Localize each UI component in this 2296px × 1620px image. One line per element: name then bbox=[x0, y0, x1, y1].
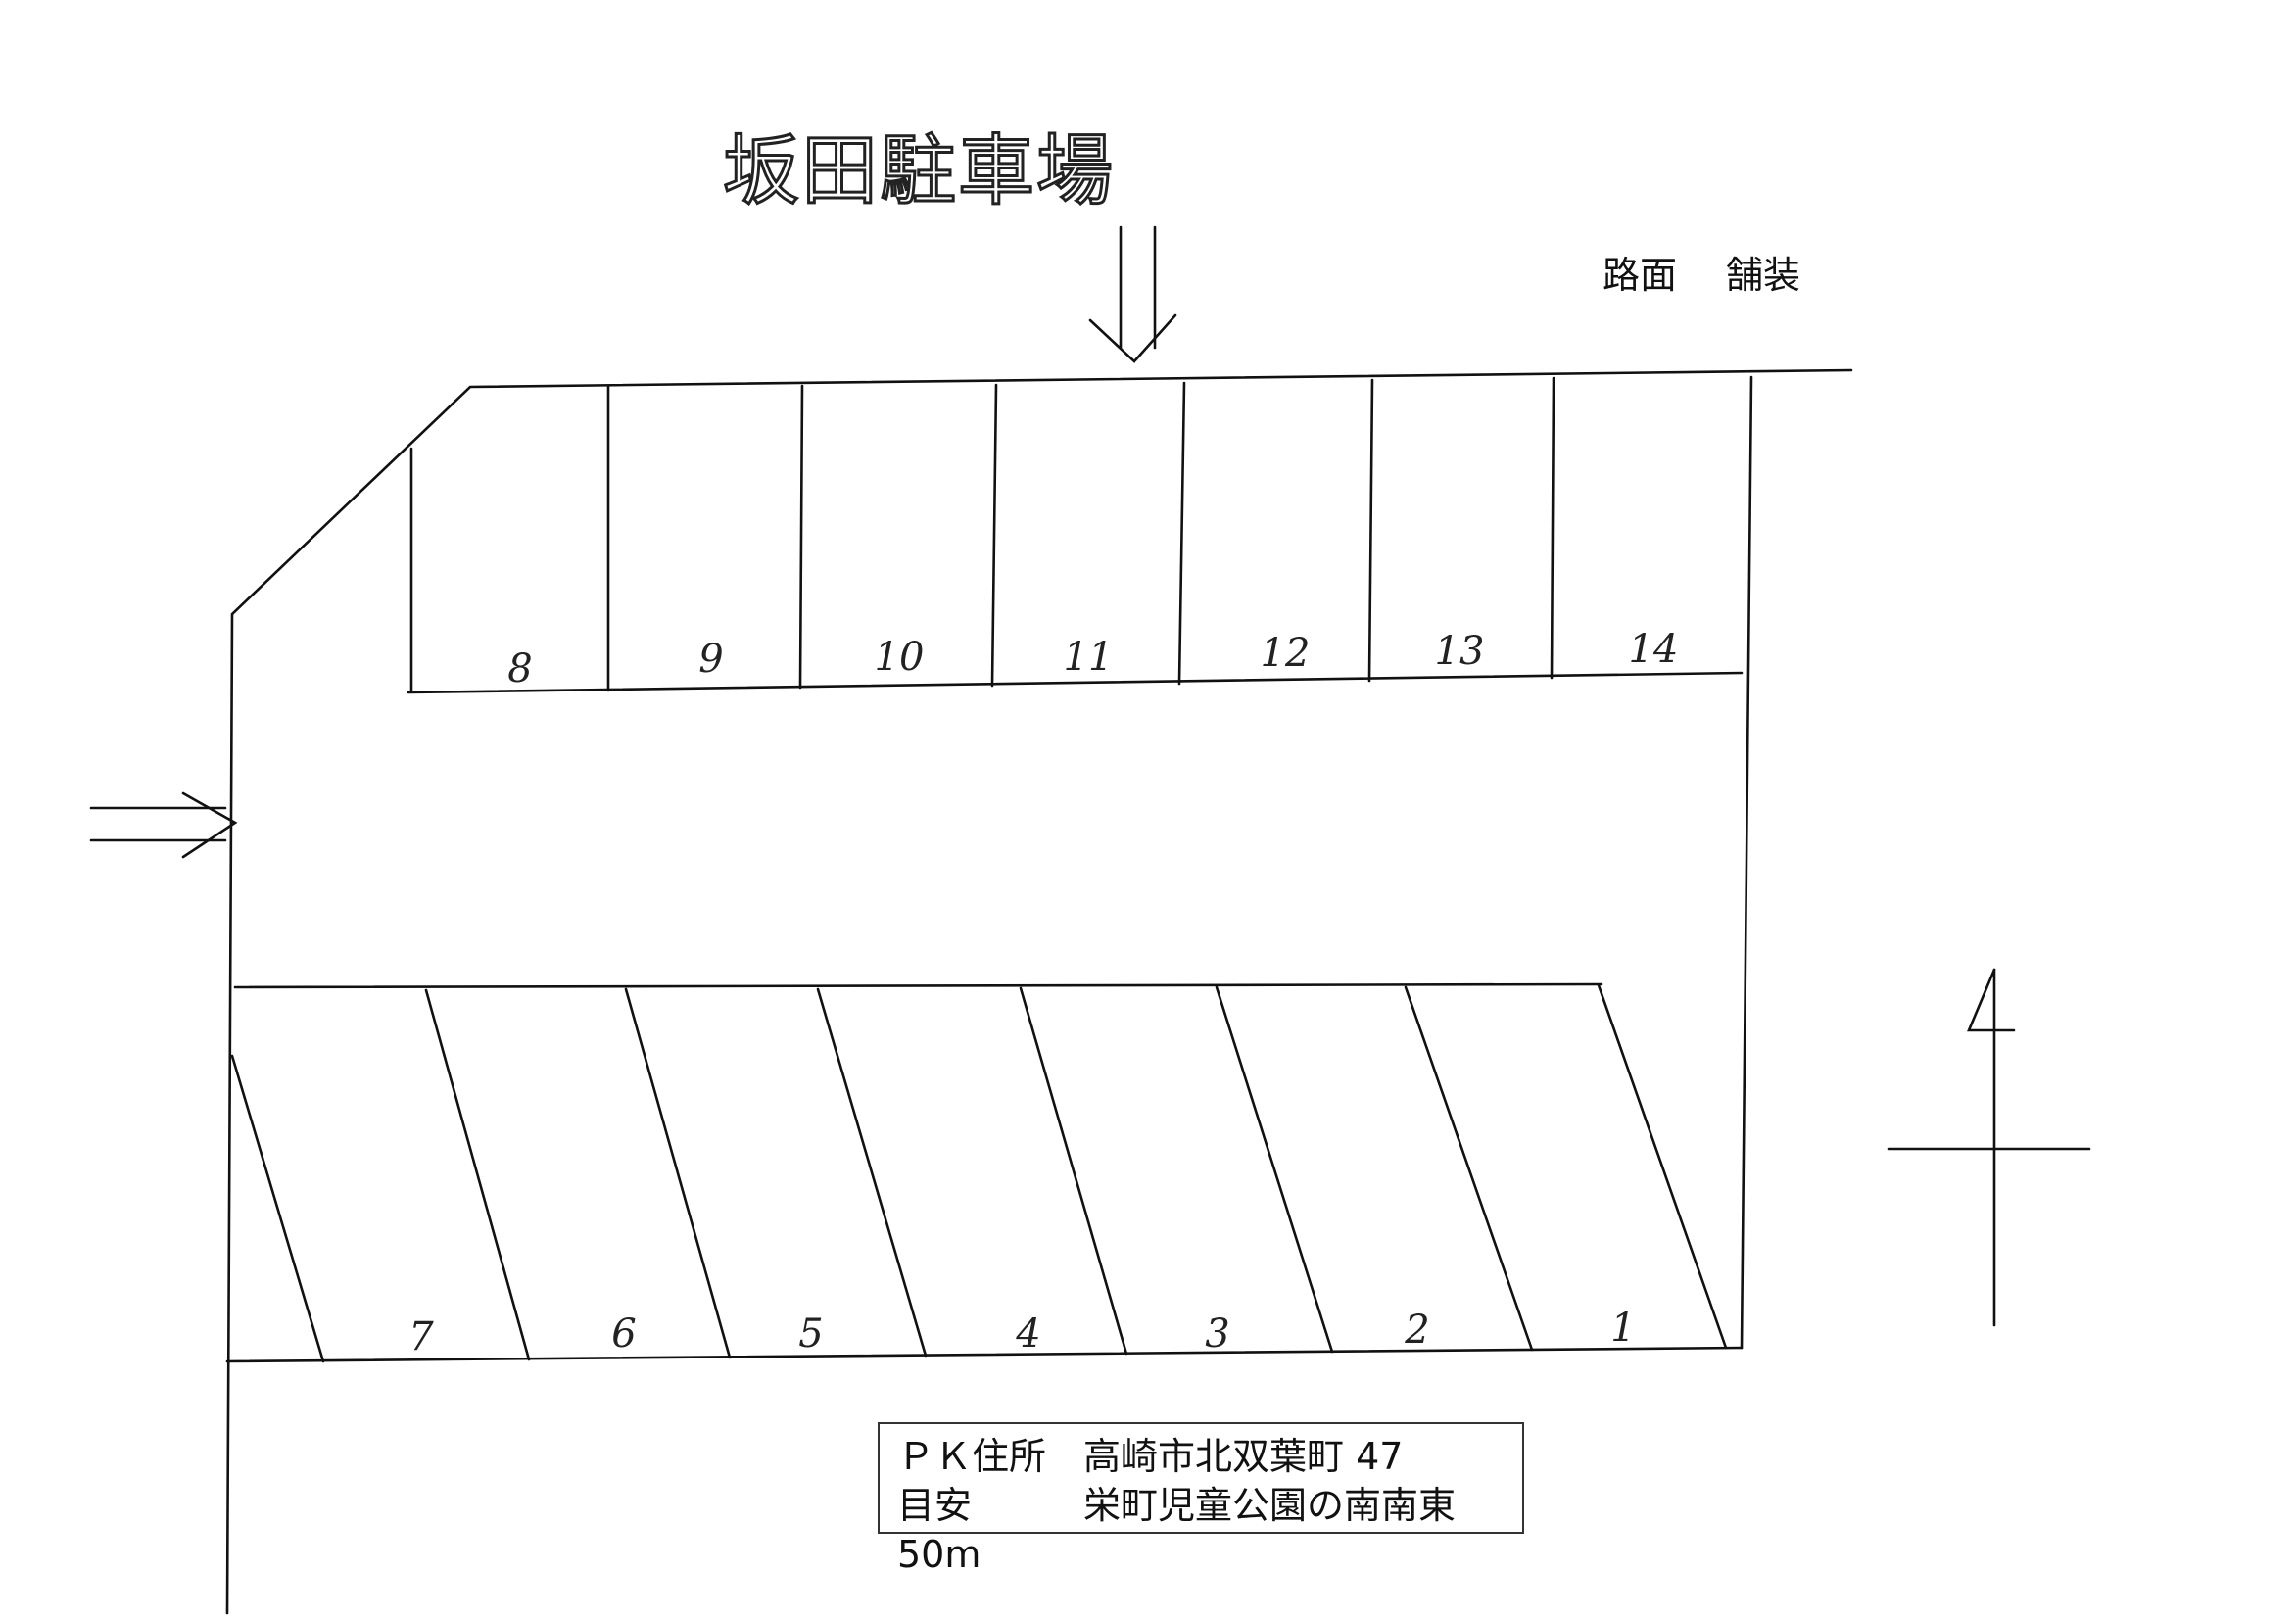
space-label: 12 bbox=[1260, 631, 1311, 676]
page-title: 坂田駐車場 bbox=[721, 126, 1116, 217]
space-label: 9 bbox=[698, 637, 724, 682]
landmark-value: 栄町児童公園の南南東 50m bbox=[897, 1484, 1457, 1576]
address-box: ＰＫ住所高崎市北双葉町 47 目安栄町児童公園の南南東 50m bbox=[878, 1422, 1524, 1576]
surface-value: 舗装 bbox=[1726, 254, 1801, 297]
space-label: 4 bbox=[1016, 1311, 1041, 1357]
address-label: ＰＫ住所 bbox=[897, 1435, 1047, 1478]
space-label: 10 bbox=[874, 635, 925, 680]
space-label: 2 bbox=[1405, 1308, 1430, 1353]
space-label: 5 bbox=[798, 1311, 824, 1357]
space-label: 6 bbox=[611, 1311, 637, 1357]
space-label: 13 bbox=[1434, 629, 1485, 674]
space-label: 14 bbox=[1628, 627, 1679, 672]
top-row-lines bbox=[407, 376, 1744, 694]
landmark-label: 目安 bbox=[897, 1484, 973, 1527]
north-arrow-icon bbox=[1887, 968, 2091, 1327]
space-label: 8 bbox=[507, 646, 533, 691]
bottom-row-lines bbox=[225, 982, 1744, 1363]
entrance-arrow-top-icon bbox=[1088, 225, 1177, 363]
surface-label: 路面 bbox=[1602, 254, 1678, 297]
space-label: 11 bbox=[1063, 635, 1114, 680]
lot-boundary bbox=[225, 368, 1853, 1615]
space-label: 1 bbox=[1610, 1306, 1636, 1351]
address-value: 高崎市北双葉町 47 bbox=[1083, 1435, 1404, 1478]
entrance-arrow-left-icon bbox=[89, 791, 238, 859]
space-label: 3 bbox=[1205, 1311, 1230, 1357]
surface-note: 路面 舗装 bbox=[1602, 245, 1849, 299]
space-label: 7 bbox=[408, 1314, 434, 1359]
